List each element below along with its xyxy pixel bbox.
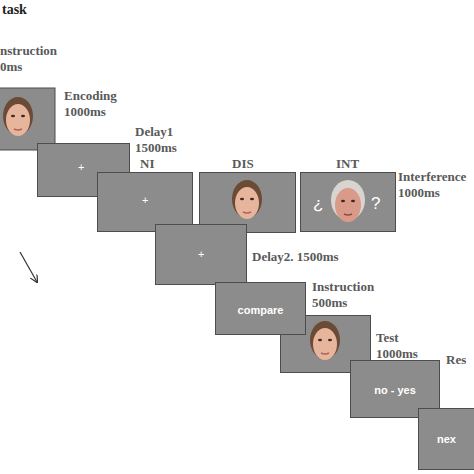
phase-label: 500ms [312,296,347,310]
phase-label: INT [336,157,359,171]
screen-text: ? [371,195,380,212]
screen-text: nex [437,434,456,445]
phase-label: Test [376,331,399,345]
phase-label: Delay1 [135,125,173,139]
screen-box: ¿? [300,172,396,232]
phase-label: Instruction [312,280,374,294]
screen-text: no - yes [374,385,416,396]
phase-label: 1000ms [376,347,418,361]
phase-label: Interference [398,170,466,184]
phase-label: 1000ms [64,105,106,119]
phase-label: Encoding [64,89,117,103]
screen-box: + [155,224,247,285]
phase-label: 1500ms [135,141,177,155]
encoding-screen [0,88,55,150]
screen-box: nex [418,408,474,470]
screen-text: compare [238,305,284,316]
phase-label: nstruction [0,44,57,58]
figure-heading: task [2,2,27,17]
phase-label: Res [446,353,466,367]
time-arrow [20,252,37,282]
screen-box: compare [215,282,306,335]
phase-label: NI [140,157,154,171]
screen-text: ¿ [313,195,323,212]
phase-label: 1000ms [398,186,440,200]
screen-text: + [78,162,84,173]
screen-text: + [142,195,148,206]
screen-box: + [97,172,193,232]
phase-label: 0ms [0,60,22,74]
phase-label: DIS [232,157,254,171]
phase-label: Delay2. 1500ms [252,250,339,264]
screen-text: + [198,249,204,260]
